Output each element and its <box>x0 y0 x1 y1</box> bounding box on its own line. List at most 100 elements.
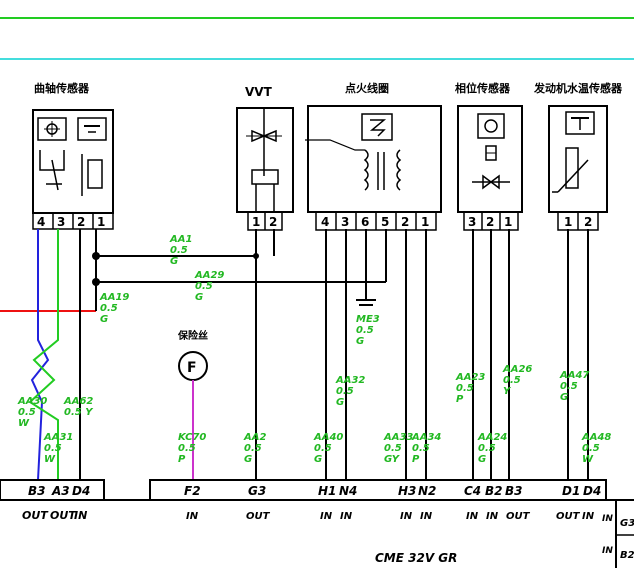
wire-label: AA62 <box>63 396 93 407</box>
wire-label: 0.5 <box>356 325 374 336</box>
connector-pin: F2 <box>184 484 201 498</box>
crank-sensor-title: 曲轴传感器 <box>34 81 90 95</box>
coolant-pin: 1 <box>564 215 572 229</box>
wire-label: AA30 <box>17 396 47 407</box>
wire-label: AA24 <box>477 432 507 443</box>
coil-pin: 3 <box>341 215 349 229</box>
connector-pin: D4 <box>583 484 601 498</box>
wire-label: W <box>582 454 594 465</box>
fuse: 保险丝 F <box>177 329 208 480</box>
cam-pin: 3 <box>468 215 476 229</box>
ignition-coil: 点火线圈 4 3 6 5 2 1 <box>305 81 442 231</box>
wire-label: G <box>314 454 322 465</box>
crank-pin: 4 <box>37 215 45 229</box>
connector-dir: IN <box>320 511 333 522</box>
wire-label: P <box>456 394 464 405</box>
cam-sensor: 相位传感器 3 2 1 <box>455 81 523 231</box>
wire-label: W <box>44 454 56 465</box>
connector-dir: IN <box>340 511 353 522</box>
wire-label: G <box>195 292 203 303</box>
wire-label: KC70 <box>178 432 206 443</box>
connector-dir: IN <box>486 511 499 522</box>
wire-label: 0.5 <box>336 386 354 397</box>
wire-label: 0.5 <box>384 443 402 454</box>
wire-label: 0.5 <box>478 443 496 454</box>
connector-dir: IN <box>420 511 433 522</box>
vvt-actuator: VVT 1 2 <box>236 85 294 231</box>
ecu-connector-left: B3 A3 D4 OUT OUT IN <box>0 479 105 522</box>
junction-dot <box>92 252 100 260</box>
wire-label: G <box>356 336 364 347</box>
wire-label: AA33 <box>383 432 413 443</box>
connector-pin: B2 <box>485 484 503 498</box>
ecu-label: CME 32V GR <box>375 551 457 565</box>
wire-label: 0.5 <box>100 303 118 314</box>
wire-label: P <box>412 454 420 465</box>
ecu-connector-main: F2 G3 H1 N4 H3 N2 C4 B2 B3 D1 D4 IN OUT … <box>149 479 607 522</box>
coolant-sensor: 发动机水温传感器 1 2 <box>533 81 623 231</box>
connector-dir: OUT <box>556 511 581 522</box>
ignition-coil-title: 点火线圈 <box>345 81 389 95</box>
connector-dir: OUT <box>506 511 531 522</box>
connector-pin: G3 <box>248 484 266 498</box>
edge-connector: IN G3 IN B2 <box>602 500 634 568</box>
connector-dir: OUT <box>246 511 271 522</box>
wire-label: 0.5 <box>244 443 262 454</box>
junction-dot <box>92 278 100 286</box>
connector-dir: IN <box>74 509 87 522</box>
wire-label: 0.5 <box>314 443 332 454</box>
crank-pin: 3 <box>57 215 65 229</box>
coil-pin: 1 <box>421 215 429 229</box>
coolant-sensor-title: 发动机水温传感器 <box>533 81 623 95</box>
wire-label: AA1 <box>169 234 192 245</box>
wire-label: G <box>170 256 178 267</box>
wire-label: Y <box>503 386 512 397</box>
vvt-title: VVT <box>245 85 273 99</box>
wire-label: AA47 <box>559 370 589 381</box>
coil-pin: 6 <box>361 215 369 229</box>
connector-dir: IN <box>186 511 199 522</box>
wire-label: 0.5 <box>582 443 600 454</box>
connector-pin: C4 <box>464 484 481 498</box>
edge-label: B2 <box>620 550 634 561</box>
connector-dir: OUT <box>22 509 49 522</box>
connector-pin: A3 <box>51 484 70 498</box>
wire-label: W <box>18 418 30 429</box>
wire-label: 0.5 <box>503 375 521 386</box>
vvt-pin: 2 <box>269 215 277 229</box>
connector-pin: B3 <box>28 484 46 498</box>
edge-label: G3 <box>620 518 634 529</box>
wire-label: G <box>100 314 108 325</box>
connector-pin: H3 <box>398 484 416 498</box>
crank-pin: 1 <box>97 215 105 229</box>
coil-pin: 5 <box>381 215 389 229</box>
edge-label: IN <box>602 546 613 556</box>
crank-sensor: 曲轴传感器 4 3 2 1 <box>32 81 114 230</box>
coil-pin: 4 <box>321 215 329 229</box>
connector-dir: IN <box>466 511 479 522</box>
connector-pin: D1 <box>562 484 580 498</box>
connector-dir: IN <box>582 511 595 522</box>
fuse-title: 保险丝 <box>177 329 208 342</box>
wire-label: AA40 <box>313 432 343 443</box>
wire-label: AA29 <box>194 270 224 281</box>
connector-pin: N4 <box>339 484 357 498</box>
wire-label: AA48 <box>581 432 611 443</box>
wire-label: P <box>178 454 186 465</box>
wire-label: AA34 <box>411 432 441 443</box>
connector-pin: D4 <box>72 484 90 498</box>
wire-label: 0.5 <box>170 245 188 256</box>
signal-wire-blue <box>30 229 50 481</box>
coil-pin: 2 <box>401 215 409 229</box>
wire-label: AA32 <box>335 375 365 386</box>
connector-dir: IN <box>400 511 413 522</box>
connector-pin: B3 <box>505 484 523 498</box>
wire-label: ME3 <box>356 314 380 325</box>
connector-pin: H1 <box>318 484 336 498</box>
cam-pin: 2 <box>486 215 494 229</box>
vvt-pin: 1 <box>252 215 260 229</box>
wire-label: 0.5 <box>195 281 213 292</box>
cam-sensor-title: 相位传感器 <box>455 81 511 95</box>
wire-label: AA23 <box>455 372 485 383</box>
